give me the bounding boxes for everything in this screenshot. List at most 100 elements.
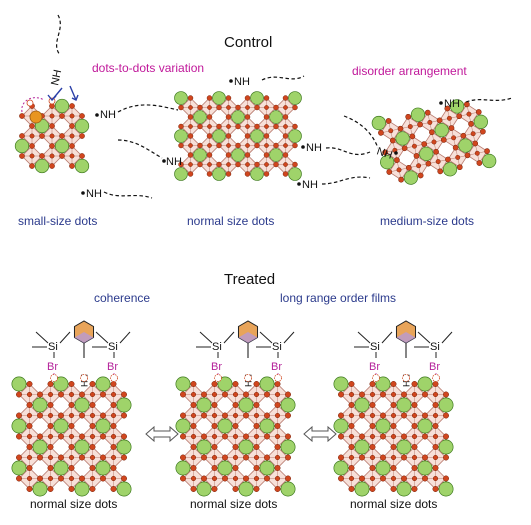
lattice-atom <box>180 412 186 419</box>
lattice-atom <box>274 412 281 419</box>
lattice-atom <box>253 486 260 492</box>
lattice-atom <box>16 475 22 482</box>
lattice-atom <box>121 391 127 398</box>
a-site-cation <box>54 98 70 114</box>
lattice-atom <box>417 121 423 128</box>
a-site-cation <box>116 397 132 413</box>
lattice-atom <box>211 465 218 471</box>
lattice-atom <box>68 444 75 450</box>
a-site-cation <box>434 122 449 138</box>
lattice-atom <box>282 171 289 177</box>
lattice-atom <box>110 444 117 450</box>
lattice-atom <box>26 423 33 429</box>
lattice-atom <box>100 412 106 419</box>
a-site-cation <box>280 481 296 497</box>
a-site-cation <box>74 439 90 455</box>
bromine-label: Br <box>429 361 440 373</box>
lattice-atom <box>411 402 418 408</box>
lattice-atom <box>474 150 480 156</box>
lattice-atom <box>274 391 281 398</box>
amine-label: NH <box>234 76 250 88</box>
a-site-cation <box>396 397 412 413</box>
label-treated-3: normal size dots <box>350 497 437 511</box>
lattice-atom <box>416 163 422 169</box>
lattice-atom <box>401 391 407 398</box>
lattice-atom <box>226 162 231 167</box>
lattice-atom <box>444 105 451 112</box>
lattice-atom <box>235 123 241 130</box>
a-site-cation <box>288 167 302 181</box>
lattice-atom <box>201 475 207 482</box>
lattice-atom <box>190 465 197 471</box>
a-site-cation <box>410 107 426 122</box>
lattice-atom <box>338 475 344 482</box>
lattice-atom <box>79 454 85 461</box>
lattice-atom <box>407 124 413 130</box>
lattice-atom <box>216 161 222 168</box>
lattice-atom <box>235 161 241 168</box>
lattice-atom <box>225 133 232 139</box>
lattice-atom <box>47 381 54 387</box>
lattice-atom <box>243 433 249 440</box>
lattice-atom <box>369 402 376 408</box>
lattice-atom <box>380 391 386 398</box>
a-site-cation <box>438 481 454 497</box>
lattice-atom <box>232 433 239 440</box>
lattice-atom <box>89 391 96 398</box>
lattice-atom <box>59 133 65 139</box>
lattice-atom <box>274 475 281 482</box>
lattice-atom <box>264 454 270 461</box>
a-site-cation <box>74 481 90 497</box>
lattice-atom <box>89 423 96 429</box>
lattice-atom <box>401 475 407 482</box>
lattice-atom <box>222 391 228 398</box>
lattice-atom <box>16 391 22 398</box>
lattice-atom <box>16 412 22 419</box>
lattice-atom <box>89 444 96 450</box>
a-site-cation <box>333 460 349 476</box>
a-site-cation <box>375 418 391 434</box>
a-site-cation <box>380 155 395 170</box>
lattice-atom <box>244 114 251 120</box>
lattice-atom <box>232 444 239 450</box>
lattice-treated-1 <box>11 376 132 497</box>
lattice-atom <box>476 160 483 166</box>
lattice-atom <box>390 402 397 408</box>
bromine-label: Br <box>47 361 58 373</box>
lattice-atom <box>432 465 439 471</box>
lattice-atom <box>47 412 54 419</box>
silicon-label: Si <box>430 341 440 353</box>
lattice-atom <box>421 141 428 147</box>
lattice-atom <box>89 475 96 482</box>
lattice-atom <box>68 423 75 429</box>
lattice-atom <box>451 135 457 141</box>
lattice-atom <box>359 433 365 440</box>
lattice-atom <box>89 412 96 419</box>
lattice-atom <box>216 142 222 149</box>
lattice-atom <box>411 391 418 398</box>
lattice-atom <box>435 159 441 165</box>
lattice-atom <box>285 433 291 440</box>
a-site-cation <box>174 129 188 143</box>
lattice-atom <box>206 133 213 139</box>
lattice-atom <box>79 475 85 482</box>
lattice-atom <box>47 402 54 408</box>
lattice-atom <box>207 143 212 148</box>
lattice-atom <box>436 117 443 124</box>
lattice-atom <box>39 133 45 139</box>
lattice-atom <box>100 475 106 482</box>
a-site-cation <box>196 397 212 413</box>
lattice-atom <box>443 412 449 419</box>
lattice-atom <box>100 391 106 398</box>
lattice-atom <box>245 162 250 167</box>
attachment-dots-control <box>81 79 443 195</box>
silicon-label: Si <box>108 341 118 353</box>
lattice-atom <box>264 412 270 419</box>
lattice-atom <box>180 475 186 482</box>
lattice-atom <box>285 412 291 419</box>
a-site-cation <box>438 439 454 455</box>
ligand-chains-control <box>55 14 513 199</box>
silicon-label: Si <box>48 341 58 353</box>
lattice-atom <box>460 132 467 139</box>
lattice-atom <box>448 125 455 131</box>
